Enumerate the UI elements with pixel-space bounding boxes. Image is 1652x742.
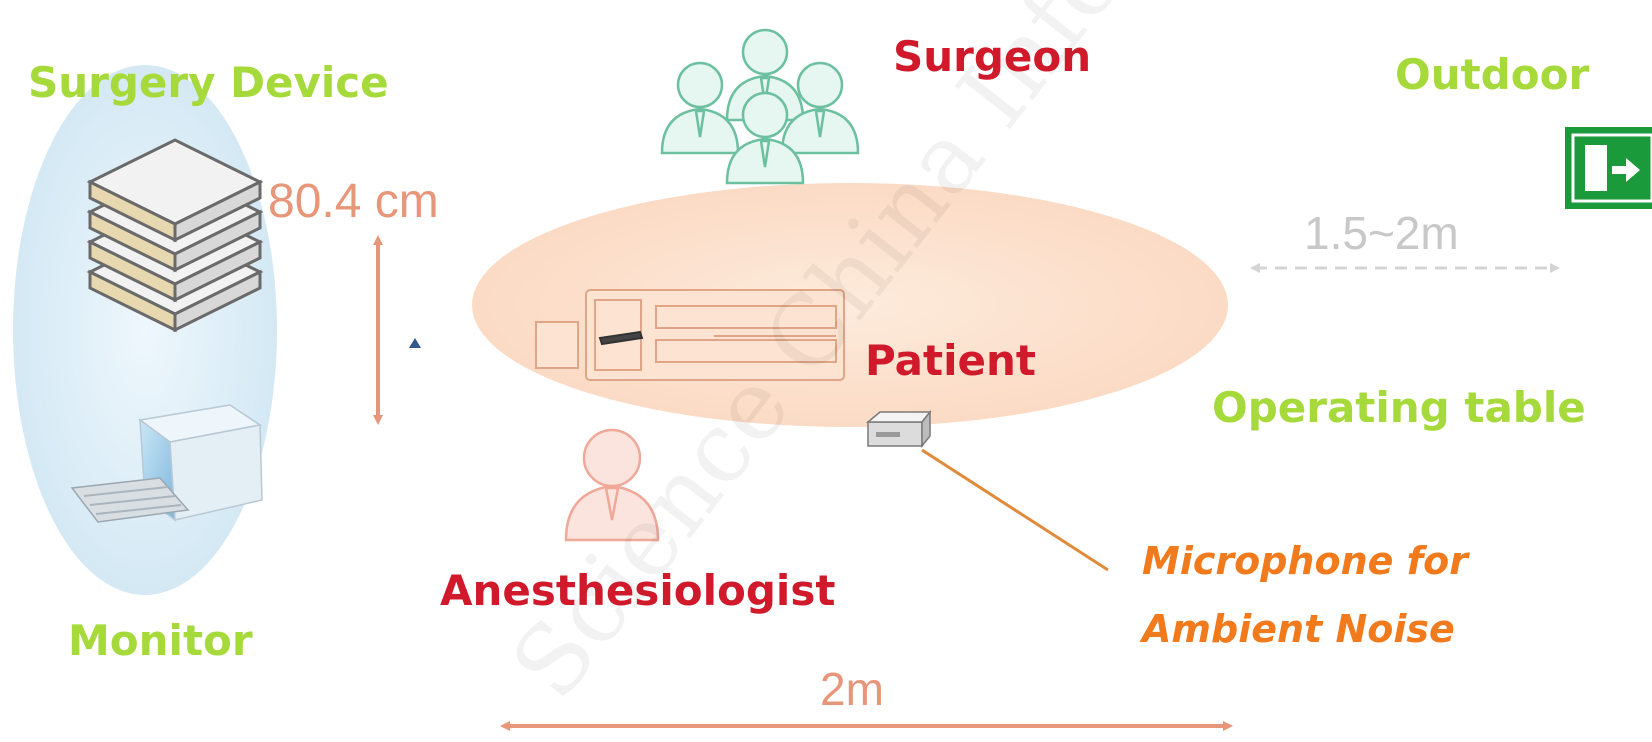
surgeon-group-icon [662,30,858,183]
monitor-label: Monitor [68,620,253,662]
exit-door-icon [1565,127,1652,209]
small-marker-icon [409,338,421,348]
surgery-device-label: Surgery Device [28,62,389,104]
microphone-label-line1: Microphone for [1142,538,1468,586]
operating-table-label: Operating table [1212,387,1586,429]
device-height-measurement: 80.4 cm [268,178,439,226]
anesthesiologist-label: Anesthesiologist [440,570,835,612]
microphone-label-line2: Ambient Noise [1142,606,1455,654]
microphone-connector [922,450,1108,570]
server-stack-icon [90,140,260,330]
table-length-measurement: 2m [820,666,884,712]
surgeon-label: Surgeon [893,36,1091,78]
door-distance-measurement: 1.5~2m [1304,210,1459,256]
outdoor-label: Outdoor [1395,54,1589,96]
patient-label: Patient [865,340,1036,382]
microphone-icon [868,412,930,446]
